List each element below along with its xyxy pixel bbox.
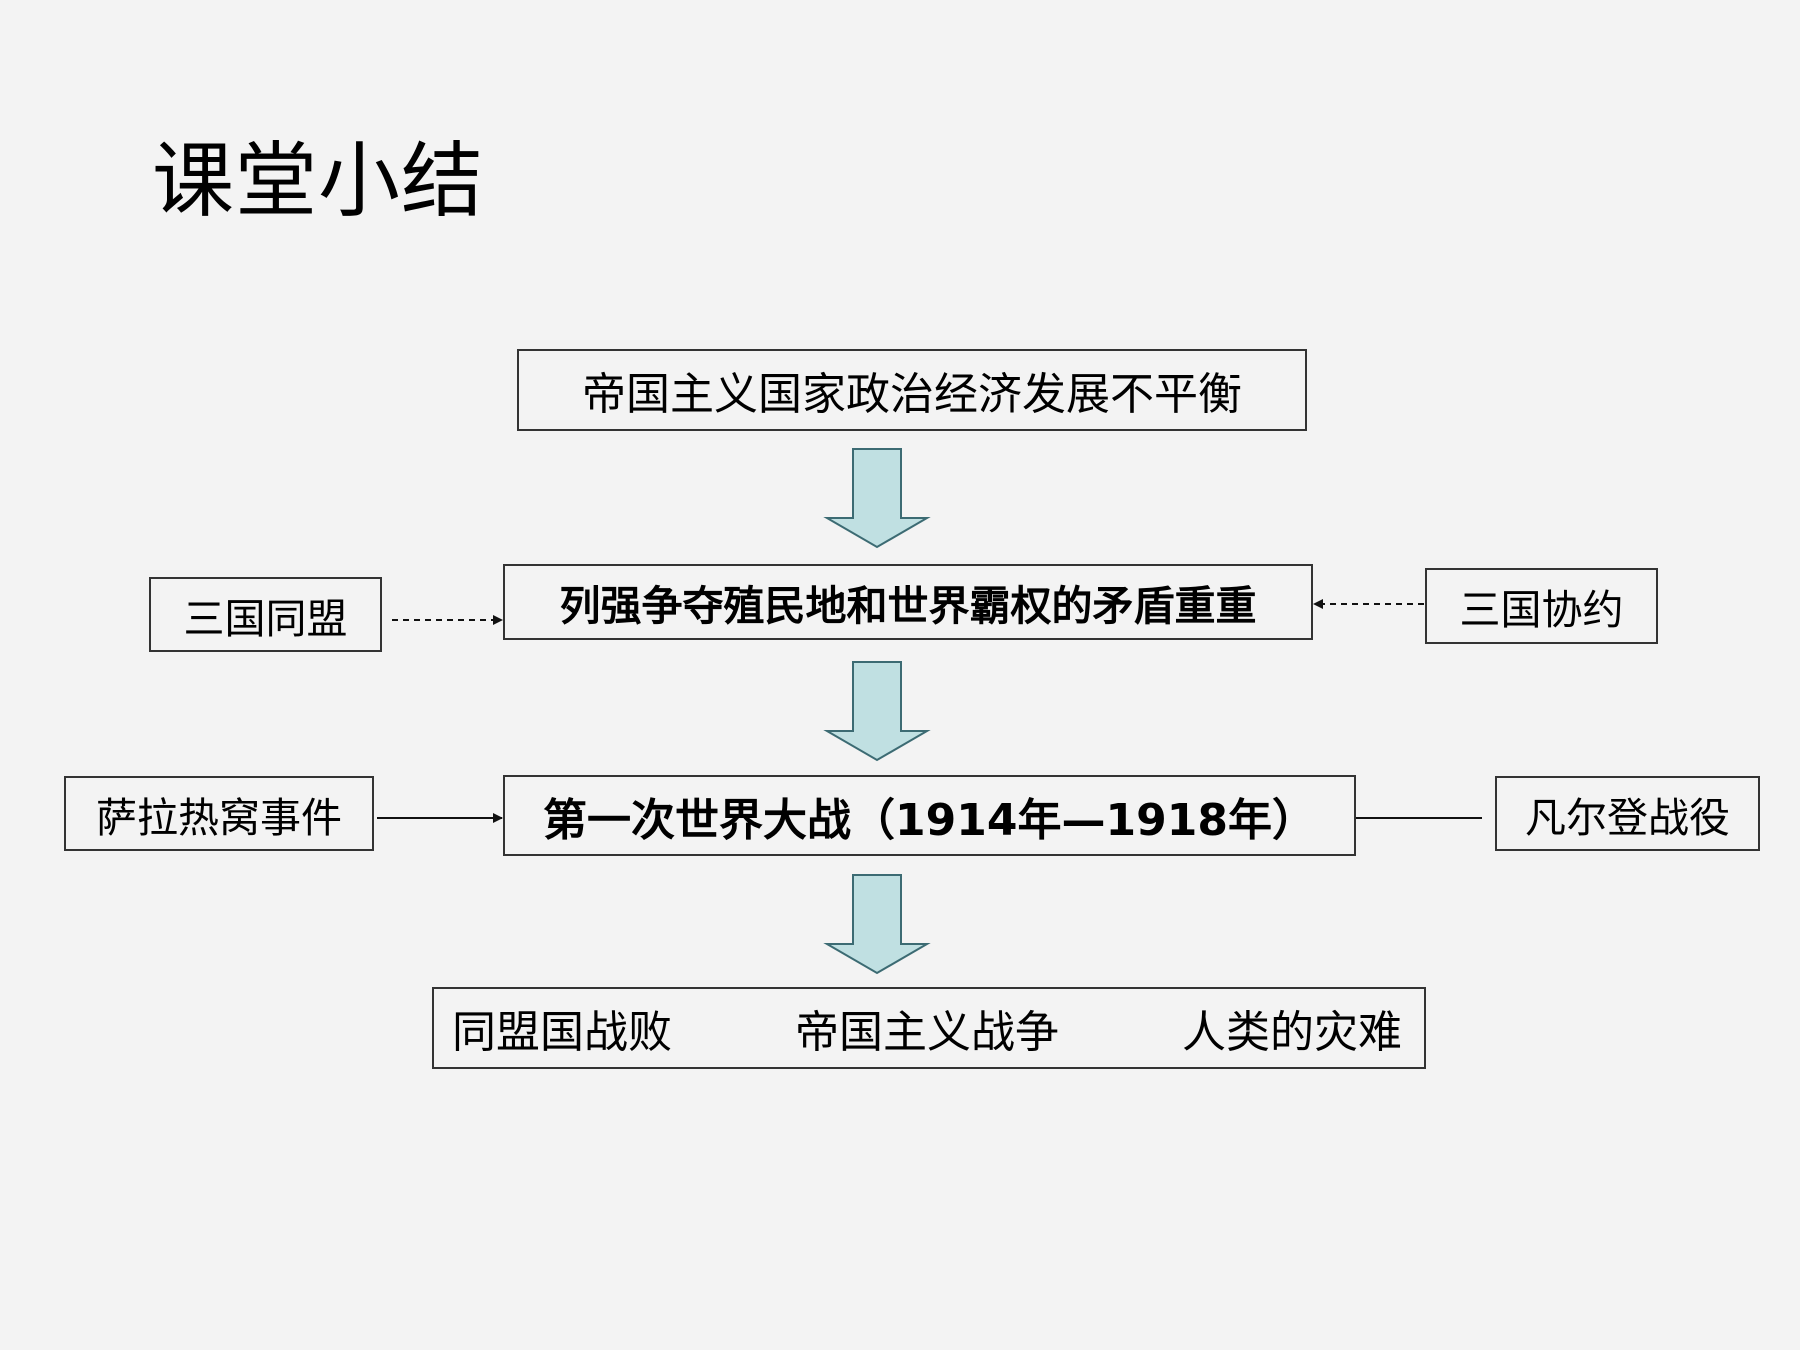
contradiction-text: 列强争夺殖民地和世界霸权的矛盾重重: [559, 582, 1257, 630]
down-arrow-2: [823, 661, 931, 762]
triple-alliance-box: 三国同盟: [149, 577, 382, 652]
contradiction-box: 列强争夺殖民地和世界霸权的矛盾重重: [503, 564, 1313, 640]
triple-entente-text: 三国协约: [1459, 586, 1624, 634]
outcome-text-2: 帝国主义战争: [795, 1007, 1059, 1058]
outcome-box: 同盟国战败 帝国主义战争 人类的灾难: [432, 987, 1426, 1069]
down-arrow-1: [823, 448, 931, 549]
verdun-text: 凡尔登战役: [1525, 793, 1730, 842]
sarajevo-box: 萨拉热窝事件: [64, 776, 374, 851]
triple-entente-box: 三国协约: [1425, 568, 1658, 644]
war-box: 第一次世界大战（1914年—1918年）: [503, 775, 1356, 856]
page-title: 课堂小结: [152, 134, 485, 229]
cause-box: 帝国主义国家政治经济发展不平衡: [517, 349, 1307, 431]
verdun-box: 凡尔登战役: [1495, 776, 1760, 851]
triple-alliance-text: 三国同盟: [183, 594, 348, 643]
cause-text: 帝国主义国家政治经济发展不平衡: [582, 369, 1242, 420]
war-text: 第一次世界大战（1914年—1918年）: [543, 794, 1316, 846]
sarajevo-text: 萨拉热窝事件: [96, 793, 342, 842]
outcome-text-3: 人类的灾难: [1182, 1007, 1402, 1058]
down-arrow-3: [823, 874, 931, 975]
outcome-text-1: 同盟国战败: [452, 1007, 672, 1058]
